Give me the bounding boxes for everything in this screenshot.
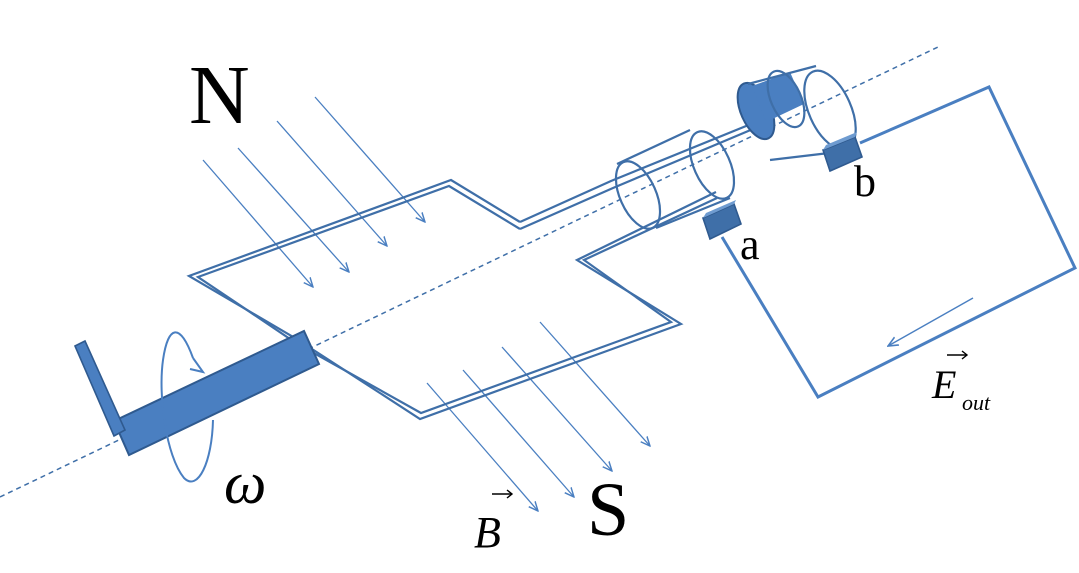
- terminal-b-label: b: [854, 157, 876, 206]
- rotation-indicator: [160, 331, 214, 483]
- south-pole-label: S: [587, 468, 629, 552]
- armature-coil: [186, 122, 754, 421]
- brush-a: [702, 200, 742, 241]
- external-circuit: [720, 85, 1077, 399]
- magnetic-field-label: B: [474, 508, 501, 557]
- brush-b: [822, 132, 864, 173]
- crank-handle: [73, 329, 321, 457]
- omega-label: ω: [224, 450, 266, 516]
- vector-arrows: [492, 350, 969, 499]
- terminal-a-label: a: [740, 220, 760, 269]
- slip-ring-b: [736, 64, 857, 162]
- output-emf-subscript: out: [962, 390, 991, 415]
- output-emf-label: E: [931, 362, 956, 407]
- output-current-arrow: [888, 297, 974, 346]
- slip-ring-a: [614, 129, 736, 230]
- north-pole-label: N: [189, 49, 250, 142]
